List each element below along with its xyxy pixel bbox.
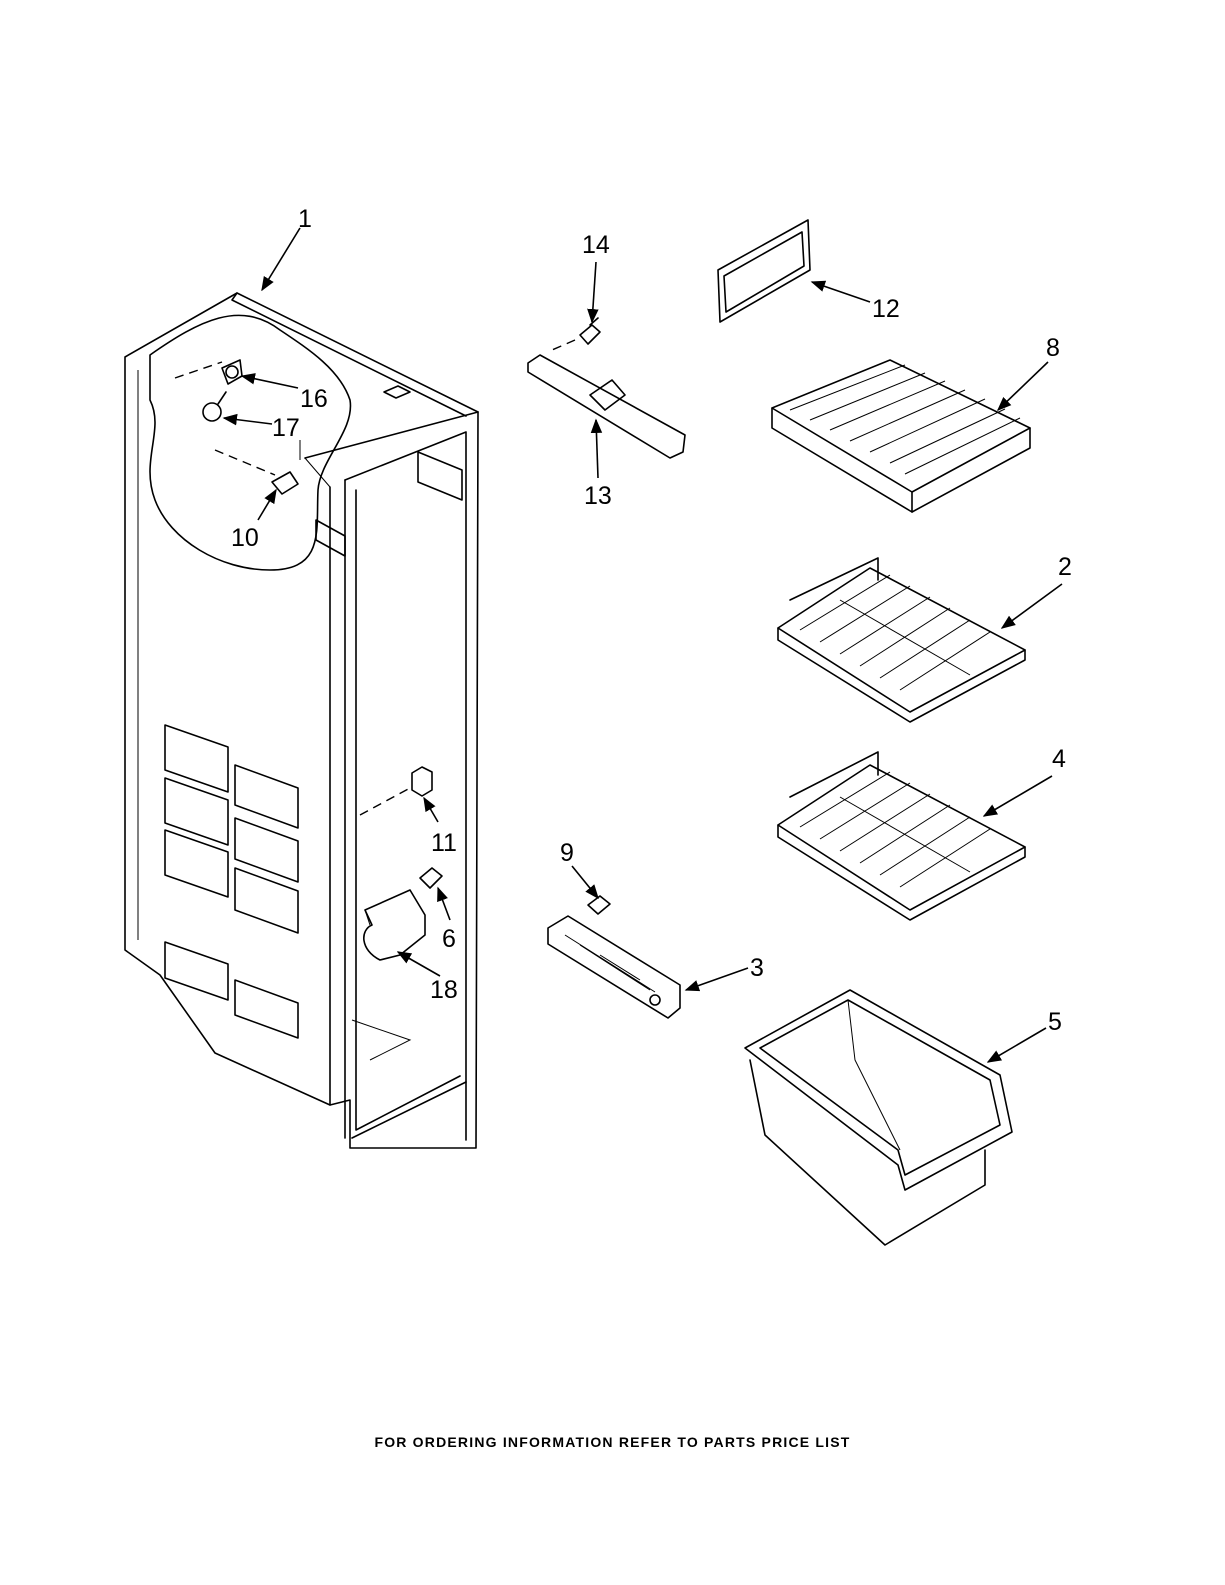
screw-6 — [420, 868, 442, 888]
lamp-socket — [222, 360, 242, 384]
callout-2: 2 — [1058, 553, 1072, 581]
callout-9: 9 — [560, 839, 574, 867]
callout-11: 11 — [431, 829, 457, 857]
callout-12: 12 — [872, 295, 900, 323]
light-bulb — [203, 392, 226, 421]
ordering-info-note: FOR ORDERING INFORMATION REFER TO PARTS … — [0, 1434, 1225, 1450]
switch-11 — [412, 767, 432, 796]
wire-shelf-2 — [778, 558, 1025, 722]
control-housing-3 — [548, 916, 680, 1018]
leader-lines — [224, 228, 1062, 1062]
screw-14 — [580, 318, 600, 344]
callout-16: 16 — [300, 385, 328, 413]
callout-6: 6 — [442, 925, 456, 953]
callout-17: 17 — [272, 414, 300, 442]
callout-labels: 1 14 12 8 16 17 13 10 2 4 11 9 6 3 18 5 — [231, 205, 1072, 1036]
shelf-8 — [772, 360, 1030, 512]
panel-12 — [718, 220, 810, 322]
callout-4: 4 — [1052, 745, 1066, 773]
callout-1: 1 — [298, 205, 312, 233]
vent-panels — [165, 725, 298, 1038]
callout-5: 5 — [1048, 1008, 1062, 1036]
wire-shelf-4 — [778, 752, 1025, 920]
callout-13: 13 — [584, 482, 612, 510]
callout-3: 3 — [750, 954, 764, 982]
screw-9 — [588, 896, 610, 914]
bracket-13 — [528, 355, 685, 458]
cabinet-liner — [125, 293, 478, 1148]
callout-10: 10 — [231, 524, 259, 552]
callout-8: 8 — [1046, 334, 1060, 362]
callout-18: 18 — [430, 976, 458, 1004]
bin-5 — [745, 990, 1012, 1245]
cover-18 — [364, 890, 425, 960]
callout-14: 14 — [582, 231, 610, 259]
